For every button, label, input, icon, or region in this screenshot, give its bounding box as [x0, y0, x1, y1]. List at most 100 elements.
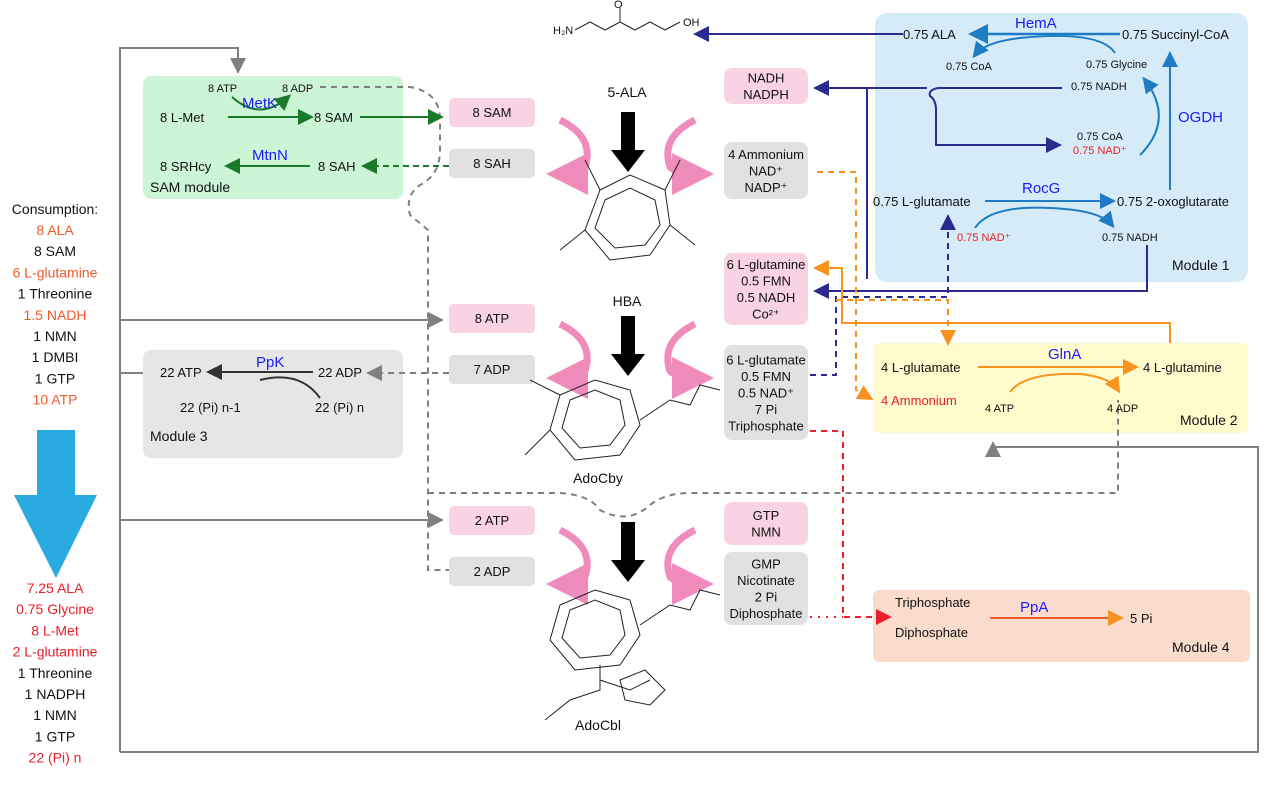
module1-title: Module 1 [1172, 257, 1230, 273]
right-box-line: 4 Ammonium [728, 147, 804, 162]
sam-module: 8 ATP 8 ADP MetK 8 L-Met 8 SAM 8 SRHcy M… [150, 83, 449, 195]
pathway-arrow [611, 316, 645, 376]
module1: 0.75 ALA HemA 0.75 Succinyl-CoA 0.75 CoA… [873, 15, 1230, 273]
adp-return-lines [320, 86, 1119, 571]
consumption-item: 1 Threonine [18, 286, 93, 302]
center-box: 2 ADP [449, 557, 535, 586]
right-box-line: NADP⁺ [745, 180, 788, 195]
svg-text:H₂N: H₂N [553, 25, 573, 37]
m2-glutamate: 4 L-glutamate [881, 360, 961, 375]
right-box-line: Diphosphate [730, 606, 803, 621]
cofactor-out-curve [664, 320, 714, 399]
module2: 4 L-glutamate GlnA 4 L-glutamine 4 Ammon… [881, 346, 1238, 428]
main-pathway-arrows [546, 112, 714, 605]
m1-nadh1: 0.75 NADH [1071, 81, 1127, 93]
m1-glutamate: 0.75 L-glutamate [873, 194, 971, 209]
cofactor-out-curve [664, 526, 714, 605]
m4-triphosphate: Triphosphate [895, 595, 970, 610]
right-box-line: 6 L-glutamine [727, 257, 806, 272]
right-box-line: 0.5 NADH [737, 290, 796, 305]
enzyme-ppa: PpA [1020, 599, 1048, 616]
hba-structure [559, 159, 696, 261]
adocbl-structure [544, 589, 721, 721]
right-box-line: 0.5 FMN [741, 274, 791, 289]
compound-5-ala: 5-ALA [608, 84, 648, 100]
optimized-item: 1 NMN [33, 707, 77, 723]
center-box-label: 2 ATP [475, 513, 509, 528]
center-box-label: 2 ADP [474, 564, 511, 579]
center-box: 7 ADP [449, 355, 535, 384]
nadh-flux-lines [693, 26, 1148, 376]
optimized-item: 7.25 ALA [27, 580, 84, 596]
svg-text:OH: OH [683, 17, 700, 29]
center-box: 8 ATP [449, 304, 535, 333]
optimized-item: 0.75 Glycine [16, 601, 94, 617]
m2-adp: 4 ADP [1107, 403, 1138, 415]
right-box-line: 7 Pi [755, 402, 778, 417]
right-box-line: 2 Pi [755, 590, 778, 605]
cofactor-out-curve [664, 116, 714, 195]
right-box-line: NAD⁺ [749, 163, 783, 178]
adocby-structure [524, 379, 721, 461]
enzyme-hema: HemA [1015, 15, 1057, 32]
cofactor-in-curve [546, 116, 591, 195]
center-box-label: 7 ADP [474, 362, 511, 377]
module2-title: Module 2 [1180, 412, 1238, 428]
optimized-item: 8 L-Met [31, 622, 79, 638]
atp-supply-lines [119, 47, 1259, 753]
enzyme-rocg: RocG [1022, 180, 1060, 197]
m1-succinyl-coa: 0.75 Succinyl-CoA [1122, 27, 1229, 42]
m3-adp: 22 ADP [318, 365, 362, 380]
sam-sah: 8 SAH [318, 159, 356, 174]
right-box-line: NADH [748, 71, 785, 86]
optimized-item: 22 (Pi) n [29, 750, 82, 766]
optimized-item: 2 L-glutamine [13, 644, 98, 660]
enzyme-ogdh: OGDH [1178, 109, 1223, 126]
pathway-arrow [611, 112, 645, 172]
center-box-label: 8 ATP [475, 311, 509, 326]
m2-atp: 4 ATP [985, 403, 1014, 415]
sam-met: 8 L-Met [160, 110, 204, 125]
right-box-line: Nicotinate [737, 573, 795, 588]
enzyme-ppk: PpK [256, 354, 284, 371]
phosphate-line [810, 430, 892, 625]
ala-structure: H₂N O OH [553, 0, 700, 37]
compound-hba: HBA [613, 293, 642, 309]
m4-pi: 5 Pi [1130, 611, 1153, 626]
consumption-item: 8 SAM [34, 243, 76, 259]
consumption-item: 8 ALA [36, 222, 74, 238]
center-box-label: 8 SAM [472, 105, 511, 120]
m1-coa2: 0.75 CoA [1077, 131, 1124, 143]
center-box-label: 8 SAH [473, 156, 511, 171]
consumption-item: 10 ATP [33, 392, 78, 408]
center-cofactor-boxes: 8 SAM 8 SAH 8 ATP 7 ADP 2 ATP 2 ADP [449, 98, 535, 586]
consumption-item: 1.5 NADH [23, 307, 86, 323]
right-box-line: GTP [753, 508, 780, 523]
center-box: 8 SAM [449, 98, 535, 127]
consumption-item: 1 GTP [35, 370, 75, 386]
m1-nadh2: 0.75 NADH [1102, 232, 1158, 244]
center-box: 2 ATP [449, 506, 535, 535]
cofactor-in-curve [546, 526, 591, 605]
cofactor-in-curve [546, 320, 591, 399]
right-box-line: NMN [751, 525, 781, 540]
m3-pin1: 22 (Pi) n-1 [180, 400, 241, 415]
optimized-item: 1 Threonine [18, 665, 93, 681]
compound-adocby: AdoCby [573, 470, 623, 486]
m2-ammonium: 4 Ammonium [881, 393, 957, 408]
m1-2-oxoglutarate: 0.75 2-oxoglutarate [1117, 194, 1229, 209]
m1-glycine: 0.75 Glycine [1086, 59, 1147, 71]
m1-ala: 0.75 ALA [903, 27, 956, 42]
m1-nad1: 0.75 NAD⁺ [1073, 145, 1127, 157]
module4-title: Module 4 [1172, 639, 1230, 655]
right-box: GTP NMN [724, 502, 808, 545]
right-box-line: NADPH [743, 87, 789, 102]
module2-box [873, 343, 1248, 433]
enzyme-mtnn: MtnN [252, 147, 288, 164]
consumption-item: 6 L-glutamine [13, 264, 98, 280]
